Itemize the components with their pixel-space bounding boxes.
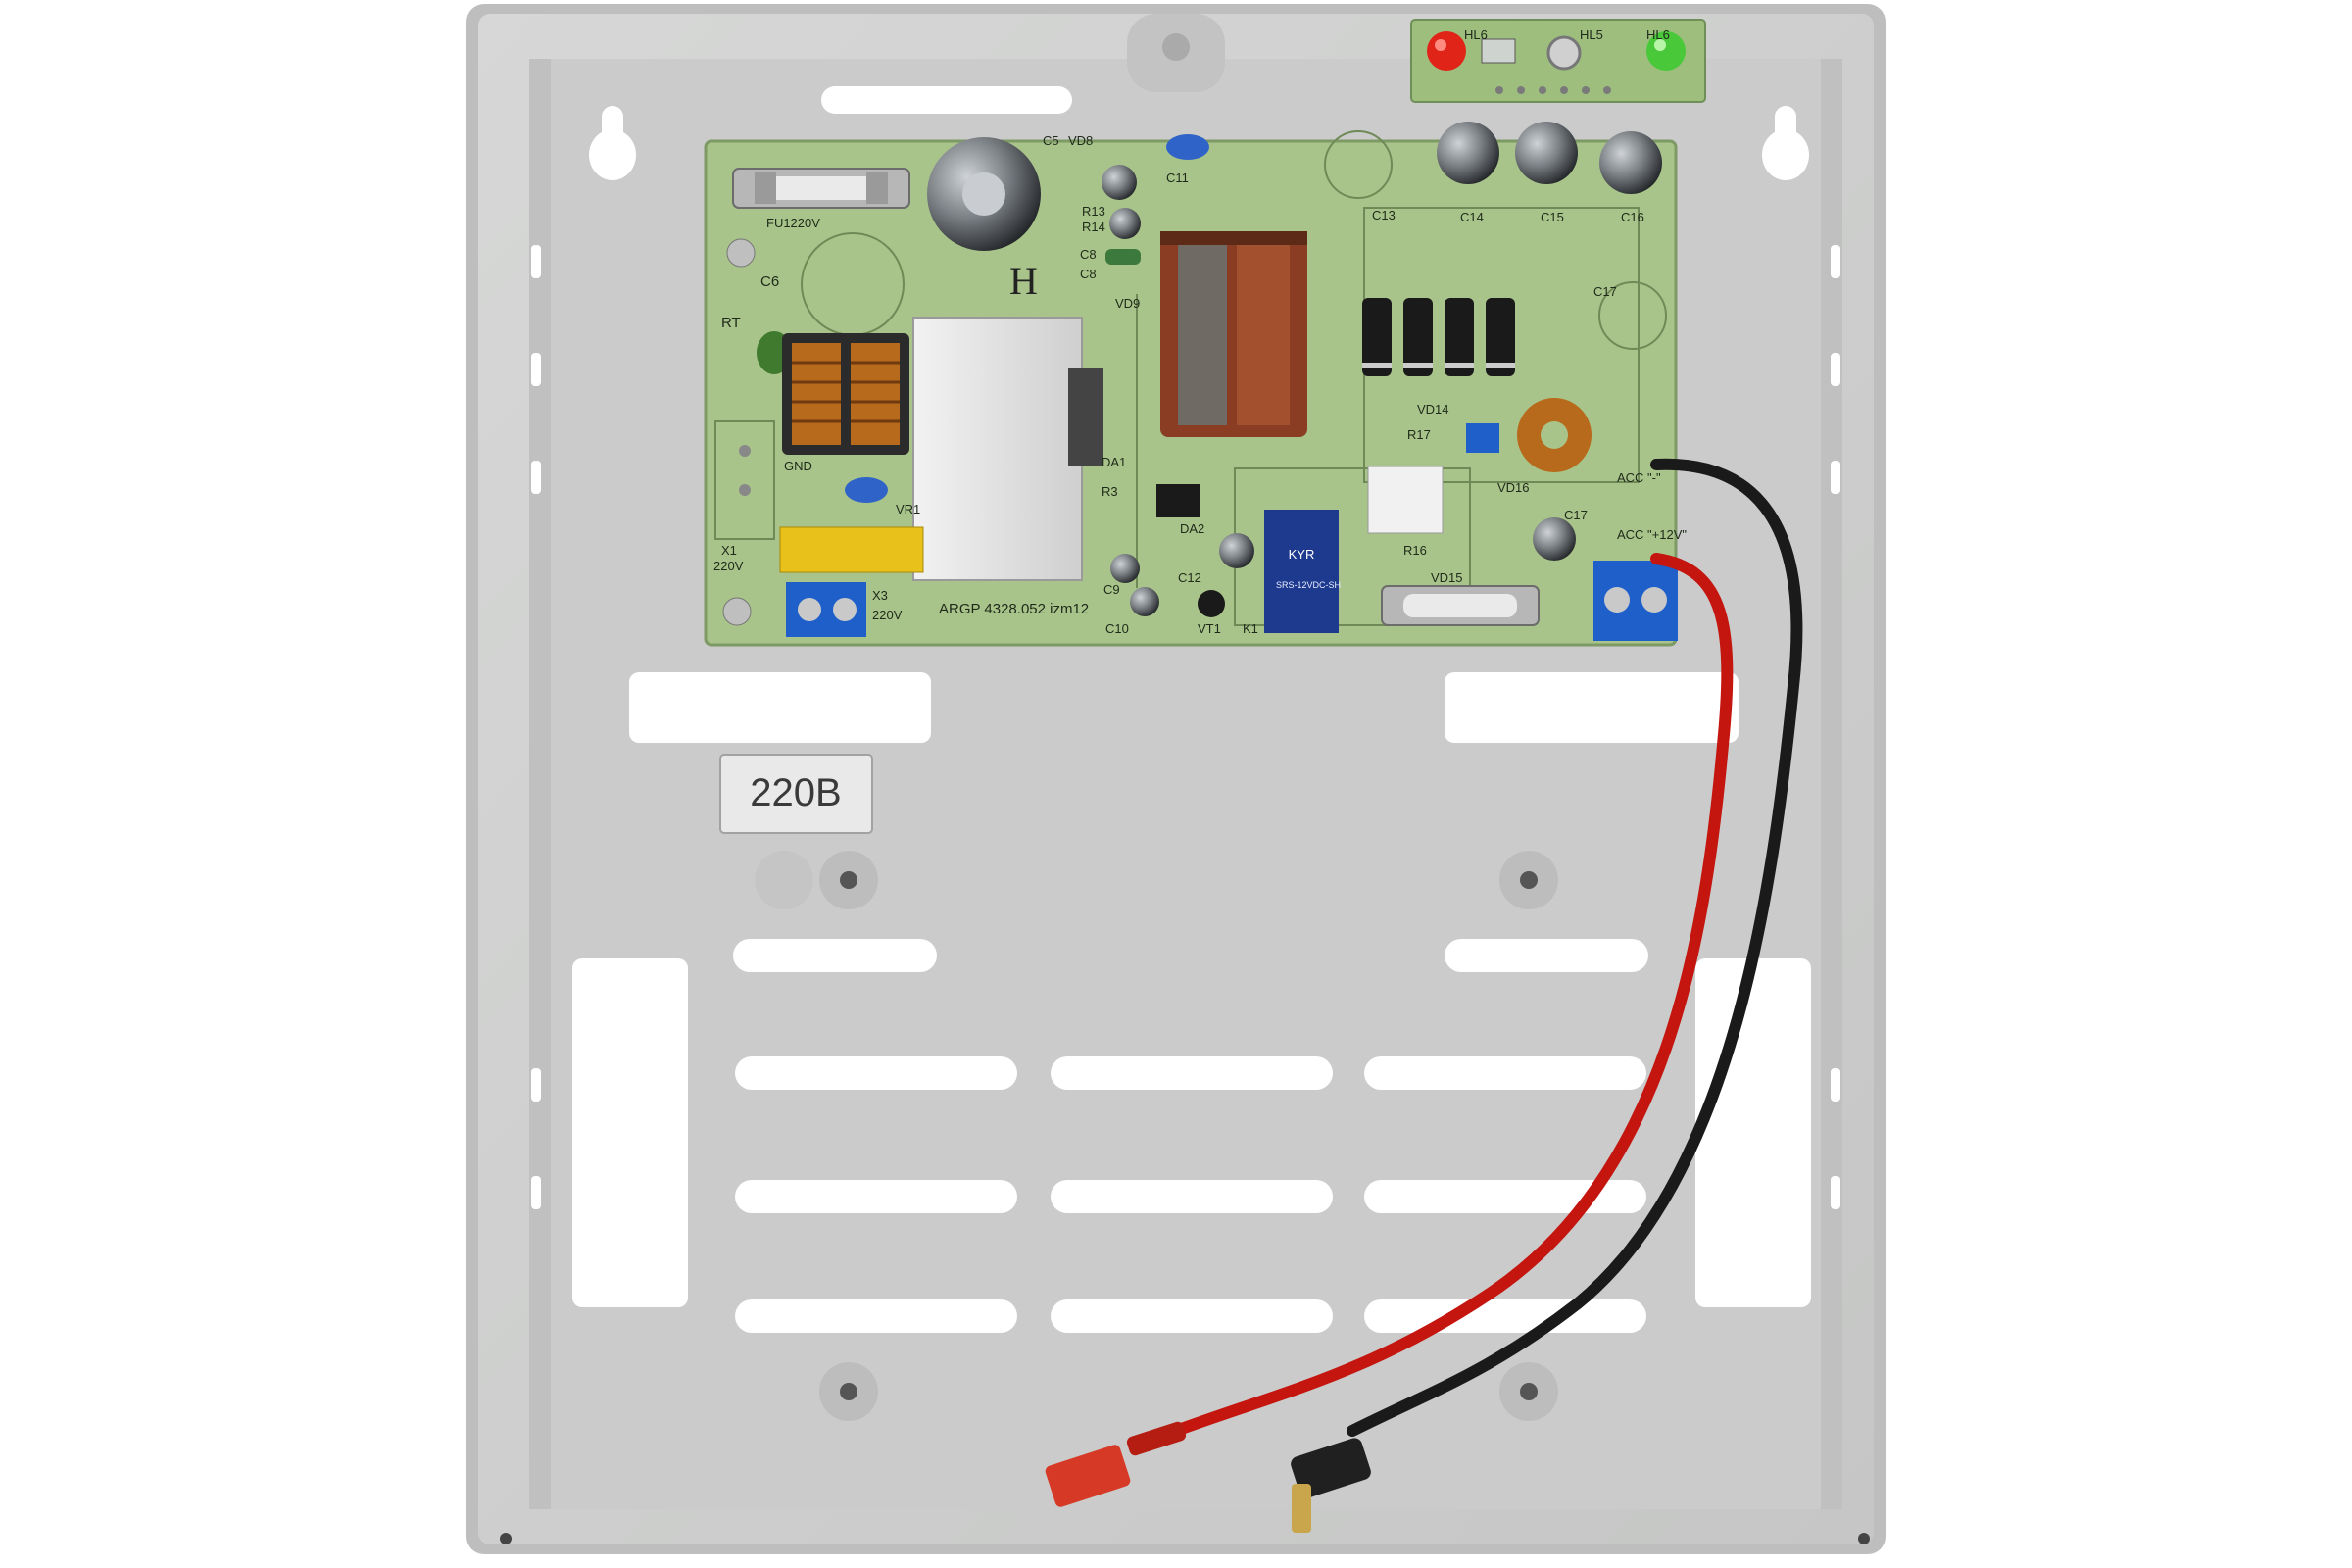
red-crimp-terminal [1045,1421,1187,1507]
keyhole-right [1762,106,1809,180]
transformer [1160,231,1307,437]
svg-text:VD9: VD9 [1115,296,1140,311]
svg-text:HL5: HL5 [1580,27,1603,42]
svg-text:C12: C12 [1178,570,1201,585]
svg-text:C14: C14 [1460,210,1484,224]
red-led-icon [1427,31,1466,71]
svg-text:X3: X3 [872,588,888,603]
terminal-output [1593,561,1678,641]
svg-text:DA2: DA2 [1180,521,1204,536]
part-number: ARGP 4328.052 izm12 [939,601,1089,617]
svg-text:VR1: VR1 [896,502,920,516]
toroid-inductor [1517,398,1592,472]
connector [1367,466,1444,534]
svg-text:VD15: VD15 [1431,570,1463,585]
black-crimp-terminal [1291,1438,1371,1533]
svg-text:C17: C17 [1564,508,1588,522]
svg-text:ACC "+12V": ACC "+12V" [1617,527,1687,542]
svg-text:C5: C5 [1043,133,1059,148]
blue-capacitor [845,477,888,503]
svg-text:SRS-12VDC-SH: SRS-12VDC-SH [1276,580,1341,590]
board-screw [722,238,756,626]
svg-text:220V: 220V [872,608,903,622]
svg-text:DA1: DA1 [1102,455,1126,469]
svg-text:R16: R16 [1403,543,1427,558]
svg-text:C8: C8 [1080,247,1097,262]
svg-text:R14: R14 [1082,220,1105,234]
terminal-x3: X3 220V [786,582,903,637]
pcb-board: FU1220V C5 VD8 C11 R13 R14 C8 C8 VD9 H [704,122,1687,647]
svg-text:GND: GND [784,459,812,473]
svg-text:X1: X1 [721,543,737,558]
svg-text:220V: 220V [713,559,744,573]
side-vents [531,245,1840,1209]
common-mode-choke [782,333,909,455]
svg-text:C6: C6 [760,273,779,290]
svg-text:R3: R3 [1102,484,1118,499]
svg-text:VD14: VD14 [1417,402,1449,416]
svg-text:C13: C13 [1372,208,1396,222]
cutout [629,672,931,743]
cutout [1445,672,1739,743]
svg-text:VD8: VD8 [1068,133,1093,148]
keyhole-left [589,106,636,180]
svg-text:HL6: HL6 [1464,27,1488,42]
fuse-holder: FU1220V [732,168,910,230]
svg-text:C16: C16 [1621,210,1644,224]
blue-capacitor [1166,134,1209,160]
mounting-boss [819,851,1558,1421]
heatsink [912,317,1103,581]
svg-text:RT: RT [721,315,741,331]
output-fuse: VD15 [1381,570,1540,626]
vent-slot [821,86,1072,114]
output-capacitors [1437,122,1662,194]
svg-text:R17: R17 [1407,427,1431,442]
svg-text:C15: C15 [1541,210,1564,224]
svg-text:KYR: KYR [1289,547,1315,562]
svg-text:C11: C11 [1166,171,1189,185]
svg-text:VD16: VD16 [1497,480,1530,495]
svg-text:C8: C8 [1080,267,1097,281]
svg-text:ACC "-": ACC "-" [1617,470,1661,485]
battery-wires [1170,458,1803,1437]
svg-text:C9: C9 [1103,582,1120,597]
svg-text:HL6: HL6 [1646,27,1670,42]
svg-text:C17: C17 [1593,284,1617,299]
led-indicator-board: HL6 HL5 HL6 [1410,19,1706,103]
svg-text:K1: K1 [1243,621,1258,636]
svg-text:VT1: VT1 [1198,621,1221,636]
x-capacitor [779,526,924,573]
voltage-label-sticker: 220B [719,754,873,834]
voltage-label-text: 220B [750,771,841,814]
electrolytic-capacitor: C5 VD8 [927,133,1093,251]
relay: KYR SRS-12VDC-SH [1264,510,1341,633]
handwritten-mark: H [1009,259,1038,303]
svg-text:R13: R13 [1082,204,1105,219]
svg-text:C10: C10 [1105,621,1129,636]
svg-text:FU1220V: FU1220V [766,216,820,230]
diode-array [1362,298,1515,376]
